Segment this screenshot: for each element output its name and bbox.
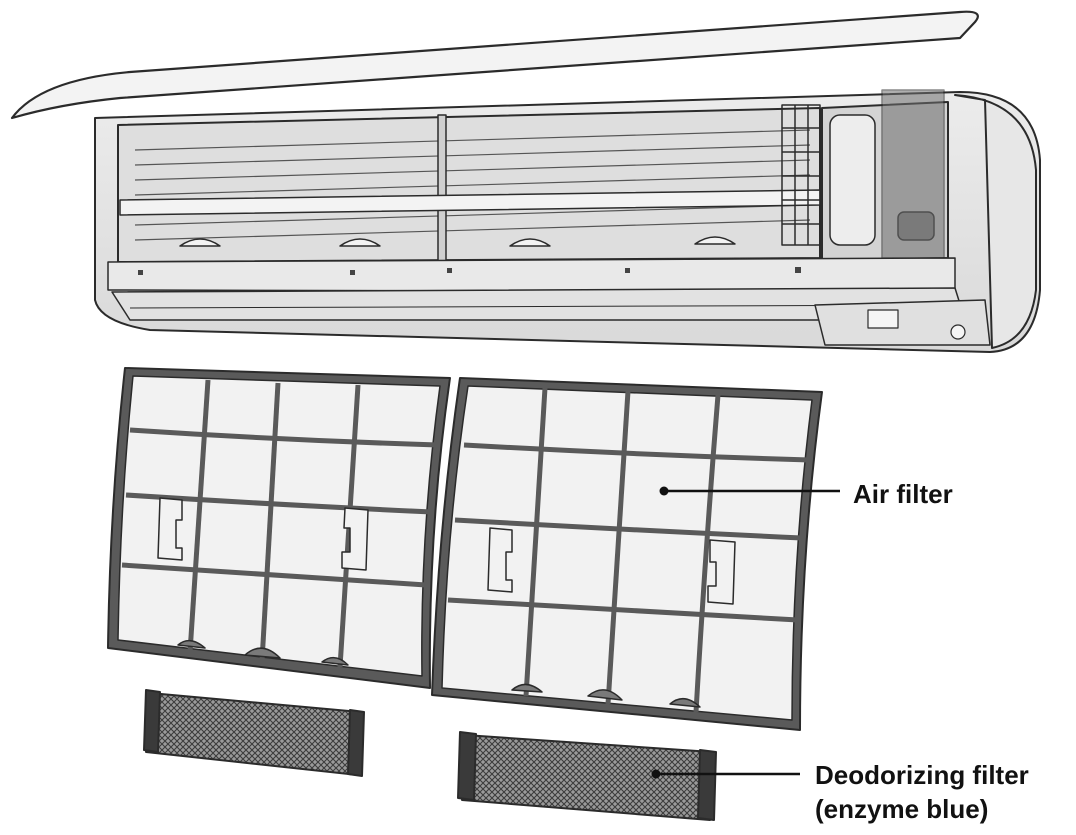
deodorizing-filter-text-line2: (enzyme blue) bbox=[815, 792, 1029, 826]
air-filter-label: Air filter bbox=[853, 477, 953, 511]
air-filter-left bbox=[108, 368, 450, 688]
center-divider bbox=[438, 115, 446, 262]
air-filter-text: Air filter bbox=[853, 479, 953, 509]
deodorizing-filter-left bbox=[144, 690, 364, 776]
indoor-unit bbox=[12, 12, 1040, 352]
deodorizing-filter-text-line1: Deodorizing filter bbox=[815, 758, 1029, 792]
deodorizing-filter-label: Deodorizing filter (enzyme blue) bbox=[815, 758, 1029, 826]
lower-band bbox=[108, 258, 955, 292]
control-panel bbox=[815, 300, 990, 345]
pipe-column bbox=[830, 115, 875, 245]
deodorizing-filter-right bbox=[458, 732, 716, 820]
air-filter-right bbox=[432, 378, 822, 730]
